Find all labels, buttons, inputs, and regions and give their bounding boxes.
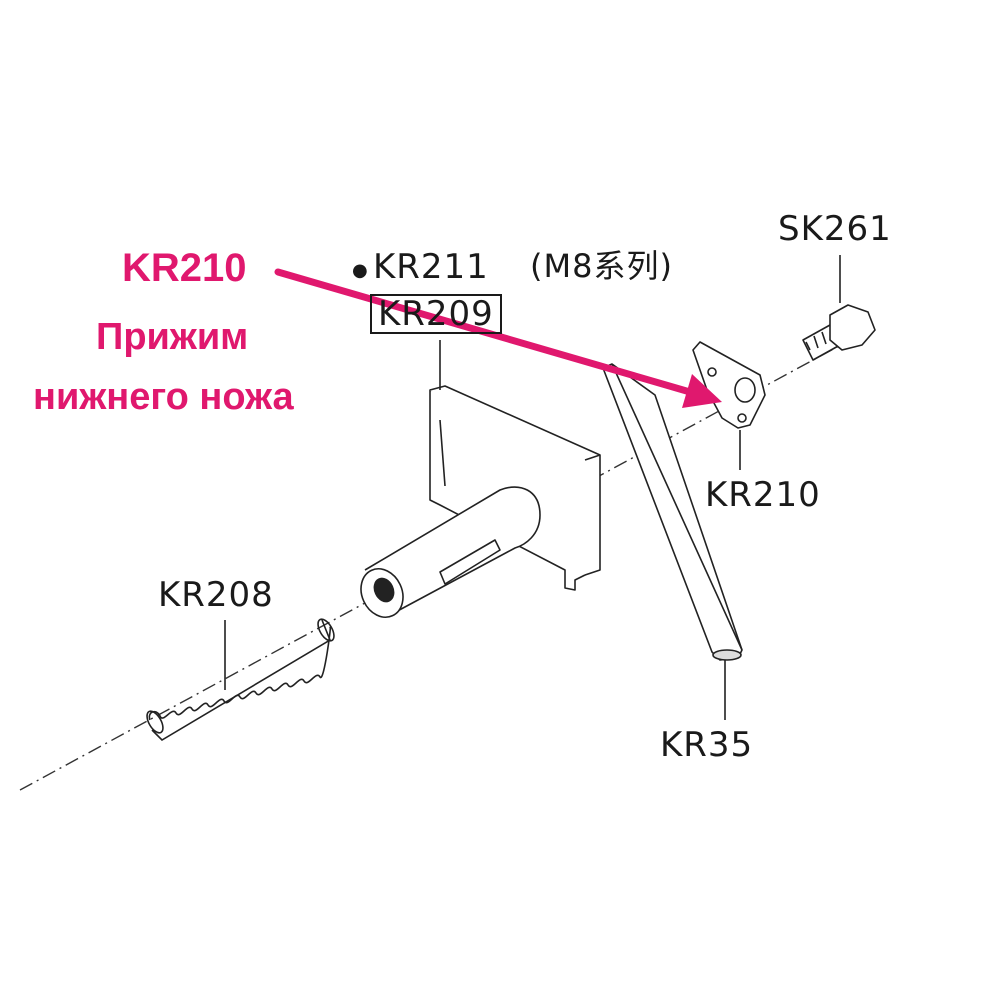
sk261-screw — [802, 304, 876, 361]
label-kr210: KR210 — [705, 475, 821, 515]
label-kr209: KR209 — [370, 294, 502, 334]
label-kr35: KR35 — [660, 725, 754, 765]
label-sk261: SK261 — [778, 209, 892, 249]
kr209-shaft-part — [360, 385, 601, 618]
callout-name-line1: Прижим — [96, 316, 249, 358]
kr211-bullet: ● — [352, 260, 369, 281]
label-m8-series: (M8系列) — [530, 247, 673, 285]
kr208-spring — [146, 618, 335, 742]
kr210-bracket — [692, 341, 766, 429]
label-kr208: KR208 — [158, 575, 274, 615]
callout-arrow — [274, 268, 722, 408]
callout-code: KR210 — [122, 246, 247, 290]
leader-lines — [224, 255, 841, 720]
label-kr211: KR211 — [373, 247, 489, 287]
callout-name-line2: нижнего ножа — [33, 376, 294, 418]
